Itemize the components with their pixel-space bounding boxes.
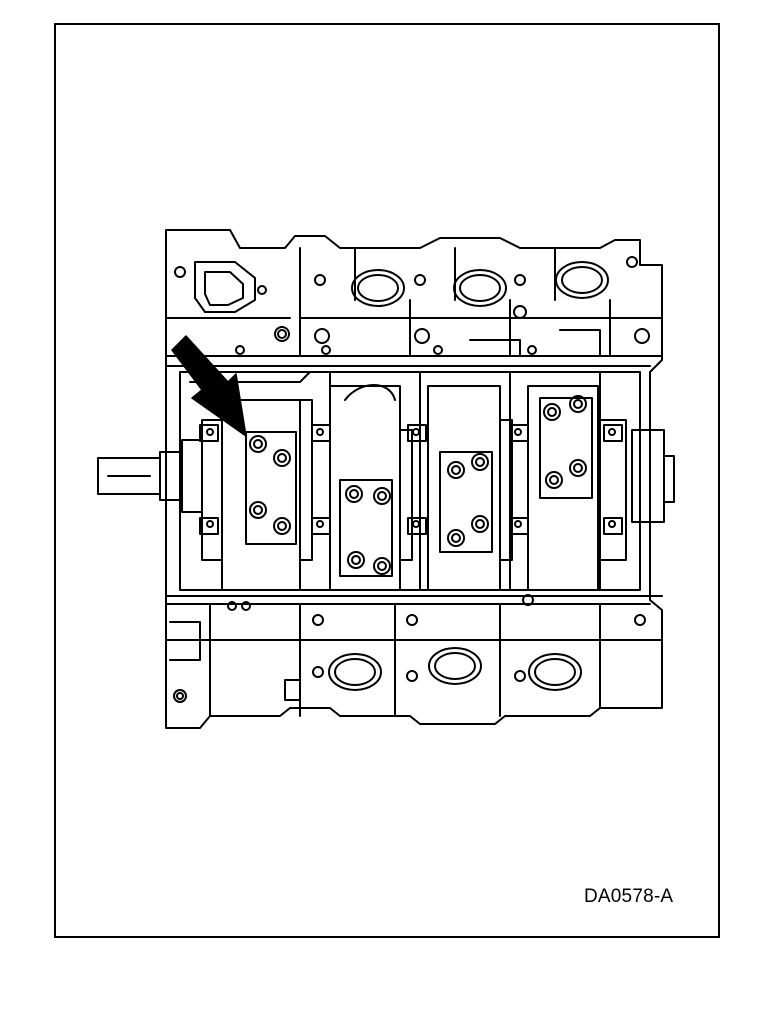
bolt xyxy=(249,501,267,519)
upper-port-left xyxy=(194,261,256,313)
bolt xyxy=(347,551,365,569)
bolt xyxy=(273,517,291,535)
lower-cylinder-bores xyxy=(328,647,582,691)
figure-label: DA0578-A xyxy=(584,886,674,907)
bolt xyxy=(447,529,465,547)
bolt xyxy=(345,485,363,503)
bolt xyxy=(249,435,267,453)
bearing-saddles xyxy=(199,424,623,535)
bolt xyxy=(373,557,391,575)
bolt xyxy=(273,449,291,467)
upper-cylinder-bores xyxy=(351,261,609,307)
bolt xyxy=(447,461,465,479)
bearing-cap-bolts xyxy=(249,395,587,575)
bolt xyxy=(543,403,561,421)
bolt xyxy=(569,395,587,413)
bolt xyxy=(471,515,489,533)
block-outline xyxy=(165,229,663,729)
callout-arrow-icon xyxy=(171,335,247,437)
crankshaft-snout xyxy=(97,439,203,513)
crankcase-cavity xyxy=(179,371,641,591)
crankshaft-rear-flange xyxy=(631,429,675,523)
bolt xyxy=(471,453,489,471)
bolt xyxy=(545,471,563,489)
bolt xyxy=(373,487,391,505)
bolt xyxy=(569,459,587,477)
